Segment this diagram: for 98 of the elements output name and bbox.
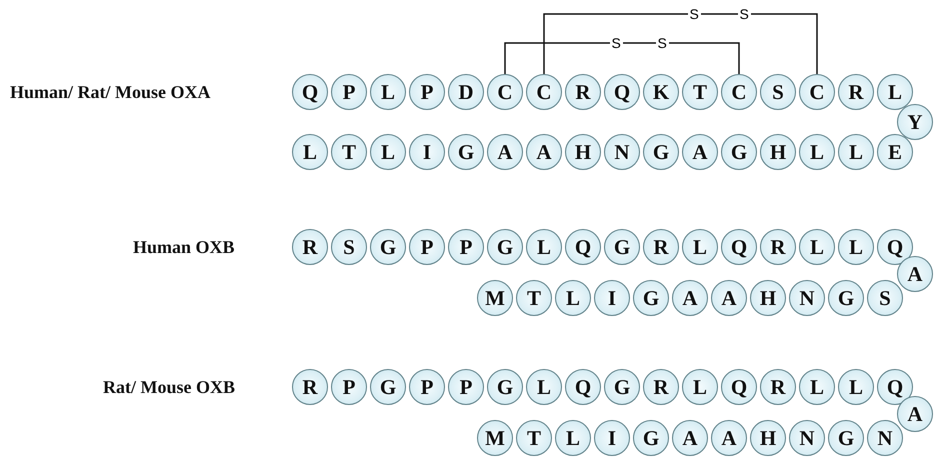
amino-acid-bead: E bbox=[877, 134, 913, 170]
amino-acid-bead: Y bbox=[897, 104, 933, 140]
amino-acid-bead: G bbox=[604, 369, 640, 405]
sulfur-label: S bbox=[738, 7, 751, 21]
amino-acid-bead: G bbox=[828, 280, 864, 316]
amino-acid-bead: Q bbox=[877, 369, 913, 405]
amino-acid-bead: L bbox=[838, 229, 874, 265]
amino-acid-bead: Q bbox=[565, 229, 601, 265]
amino-acid-bead: A bbox=[526, 134, 562, 170]
amino-acid-bead: G bbox=[828, 420, 864, 456]
amino-acid-bead: P bbox=[409, 74, 445, 110]
amino-acid-bead: N bbox=[789, 280, 825, 316]
amino-acid-bead: A bbox=[897, 256, 933, 292]
amino-acid-bead: A bbox=[711, 420, 747, 456]
sulfur-label: S bbox=[688, 7, 701, 21]
sulfur-label: S bbox=[656, 36, 669, 50]
amino-acid-bead: S bbox=[867, 280, 903, 316]
amino-acid-bead: G bbox=[487, 369, 523, 405]
amino-acid-bead: S bbox=[760, 74, 796, 110]
amino-acid-bead: C bbox=[799, 74, 835, 110]
amino-acid-bead: A bbox=[897, 396, 933, 432]
amino-acid-bead: C bbox=[487, 74, 523, 110]
amino-acid-bead: R bbox=[292, 369, 328, 405]
amino-acid-bead: L bbox=[838, 369, 874, 405]
amino-acid-bead: T bbox=[682, 74, 718, 110]
amino-acid-bead: A bbox=[682, 134, 718, 170]
amino-acid-bead: G bbox=[721, 134, 757, 170]
amino-acid-bead: N bbox=[789, 420, 825, 456]
amino-acid-bead: R bbox=[292, 229, 328, 265]
amino-acid-bead: R bbox=[643, 229, 679, 265]
amino-acid-bead: P bbox=[448, 369, 484, 405]
peptide-name: Human/ Rat/ Mouse OXA bbox=[10, 82, 211, 102]
amino-acid-bead: L bbox=[370, 74, 406, 110]
amino-acid-bead: L bbox=[526, 369, 562, 405]
amino-acid-bead: L bbox=[370, 134, 406, 170]
amino-acid-bead: G bbox=[487, 229, 523, 265]
disulfide-bridge bbox=[543, 13, 818, 74]
amino-acid-bead: G bbox=[448, 134, 484, 170]
amino-acid-bead: Q bbox=[292, 74, 328, 110]
amino-acid-bead: H bbox=[750, 280, 786, 316]
amino-acid-bead: G bbox=[370, 229, 406, 265]
amino-acid-bead: I bbox=[594, 280, 630, 316]
amino-acid-bead: T bbox=[516, 280, 552, 316]
amino-acid-bead: P bbox=[448, 229, 484, 265]
amino-acid-bead: I bbox=[594, 420, 630, 456]
amino-acid-bead: A bbox=[672, 280, 708, 316]
amino-acid-bead: M bbox=[477, 420, 513, 456]
amino-acid-bead: G bbox=[604, 229, 640, 265]
disulfide-bridge bbox=[504, 42, 740, 74]
amino-acid-bead: L bbox=[292, 134, 328, 170]
amino-acid-bead: N bbox=[604, 134, 640, 170]
amino-acid-bead: M bbox=[477, 280, 513, 316]
sulfur-label: S bbox=[610, 36, 623, 50]
amino-acid-bead: G bbox=[370, 369, 406, 405]
amino-acid-bead: Q bbox=[565, 369, 601, 405]
amino-acid-bead: T bbox=[331, 134, 367, 170]
amino-acid-bead: T bbox=[516, 420, 552, 456]
amino-acid-bead: D bbox=[448, 74, 484, 110]
amino-acid-bead: A bbox=[487, 134, 523, 170]
amino-acid-bead: H bbox=[760, 134, 796, 170]
amino-acid-bead: L bbox=[526, 229, 562, 265]
amino-acid-bead: G bbox=[633, 420, 669, 456]
amino-acid-bead: Q bbox=[721, 229, 757, 265]
amino-acid-bead: R bbox=[565, 74, 601, 110]
amino-acid-bead: L bbox=[799, 134, 835, 170]
amino-acid-bead: S bbox=[331, 229, 367, 265]
amino-acid-bead: L bbox=[682, 229, 718, 265]
amino-acid-bead: L bbox=[555, 420, 591, 456]
amino-acid-bead: A bbox=[711, 280, 747, 316]
amino-acid-bead: N bbox=[867, 420, 903, 456]
amino-acid-bead: I bbox=[409, 134, 445, 170]
amino-acid-bead: Q bbox=[604, 74, 640, 110]
peptide-name: Human OXB bbox=[133, 236, 235, 258]
amino-acid-bead: C bbox=[721, 74, 757, 110]
amino-acid-bead: A bbox=[672, 420, 708, 456]
amino-acid-bead: R bbox=[838, 74, 874, 110]
amino-acid-bead: P bbox=[331, 74, 367, 110]
amino-acid-bead: L bbox=[838, 134, 874, 170]
amino-acid-bead: G bbox=[633, 280, 669, 316]
peptide-name: Rat/ Mouse OXB bbox=[103, 376, 235, 398]
amino-acid-bead: Q bbox=[877, 229, 913, 265]
amino-acid-bead: L bbox=[555, 280, 591, 316]
amino-acid-bead: R bbox=[643, 369, 679, 405]
amino-acid-bead: P bbox=[331, 369, 367, 405]
amino-acid-bead: K bbox=[643, 74, 679, 110]
amino-acid-bead: C bbox=[526, 74, 562, 110]
amino-acid-bead: H bbox=[750, 420, 786, 456]
amino-acid-bead: P bbox=[409, 229, 445, 265]
amino-acid-bead: Q bbox=[721, 369, 757, 405]
amino-acid-bead: R bbox=[760, 369, 796, 405]
amino-acid-bead: L bbox=[799, 369, 835, 405]
amino-acid-bead: P bbox=[409, 369, 445, 405]
amino-acid-bead: R bbox=[760, 229, 796, 265]
amino-acid-bead: L bbox=[682, 369, 718, 405]
amino-acid-bead: G bbox=[643, 134, 679, 170]
amino-acid-bead: H bbox=[565, 134, 601, 170]
amino-acid-bead: L bbox=[799, 229, 835, 265]
amino-acid-bead: L bbox=[877, 74, 913, 110]
